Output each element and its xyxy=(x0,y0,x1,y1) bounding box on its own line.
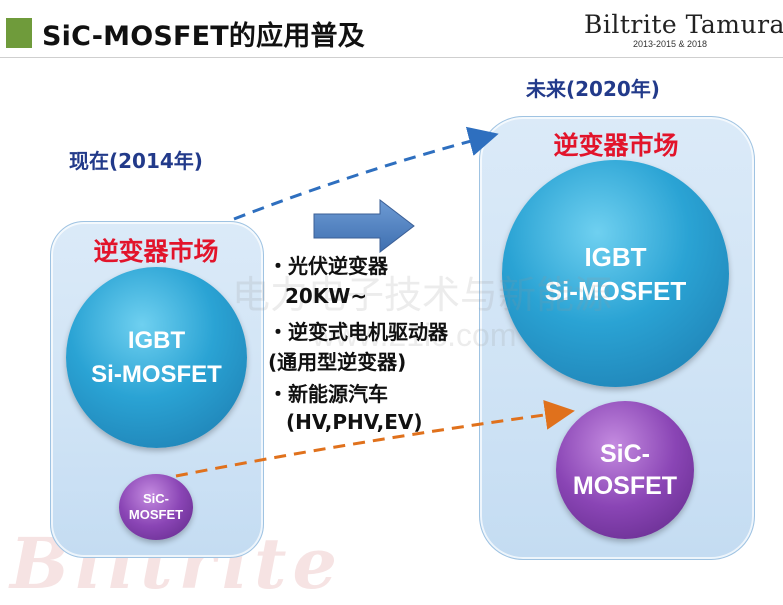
panel-title-future: 逆变器市场 xyxy=(553,131,679,160)
sic-label-line1: SiC- xyxy=(600,440,650,468)
slide-title: SiC-MOSFET的应用普及 xyxy=(42,21,365,52)
sic-label-line2: MOSFET xyxy=(128,507,184,522)
arrows-layer xyxy=(175,126,575,478)
brand-logo: Biltrite Tamura xyxy=(584,10,783,39)
time-label-now: 现在(2014年) xyxy=(69,149,203,173)
block-arrow-right xyxy=(313,198,415,254)
growth-arrow-blue xyxy=(233,126,499,221)
sic-label-line1: SiC- xyxy=(143,491,169,506)
panel-title-now: 逆变器市场 xyxy=(93,237,219,266)
igbt-circle-now: IGBT Si-MOSFET xyxy=(66,267,247,448)
brand-years: 2013-2015 & 2018 xyxy=(633,39,708,49)
header-divider xyxy=(0,57,783,58)
app-item-nev-types: (HV,PHV,EV) xyxy=(286,410,423,434)
igbt-circle-future: IGBT Si-MOSFET xyxy=(502,160,729,387)
app-item-nev: ・新能源汽车 xyxy=(268,382,388,406)
time-label-future: 未来(2020年) xyxy=(526,77,660,101)
si-mosfet-label: Si-MOSFET xyxy=(91,360,222,388)
si-mosfet-label: Si-MOSFET xyxy=(544,275,687,306)
app-item-motor-drive: ・逆变式电机驱动器 xyxy=(268,320,448,344)
sic-label-line2: MOSFET xyxy=(572,472,678,500)
title-marker xyxy=(6,18,32,48)
sic-circle-future: SiC- MOSFET xyxy=(556,401,694,539)
slide: SiC-MOSFET的应用普及 Biltrite Tamura 2013-201… xyxy=(0,10,783,605)
igbt-label: IGBT xyxy=(127,326,186,354)
sic-circle-now: SiC- MOSFET xyxy=(119,474,193,540)
app-item-general-inverter: (通用型逆变器) xyxy=(268,350,407,374)
app-item-pv: ・光伏逆变器 xyxy=(268,254,388,278)
growth-arrow-orange xyxy=(175,399,575,478)
igbt-label: IGBT xyxy=(584,241,647,272)
app-item-pv-power: 20KW~ xyxy=(285,284,368,308)
